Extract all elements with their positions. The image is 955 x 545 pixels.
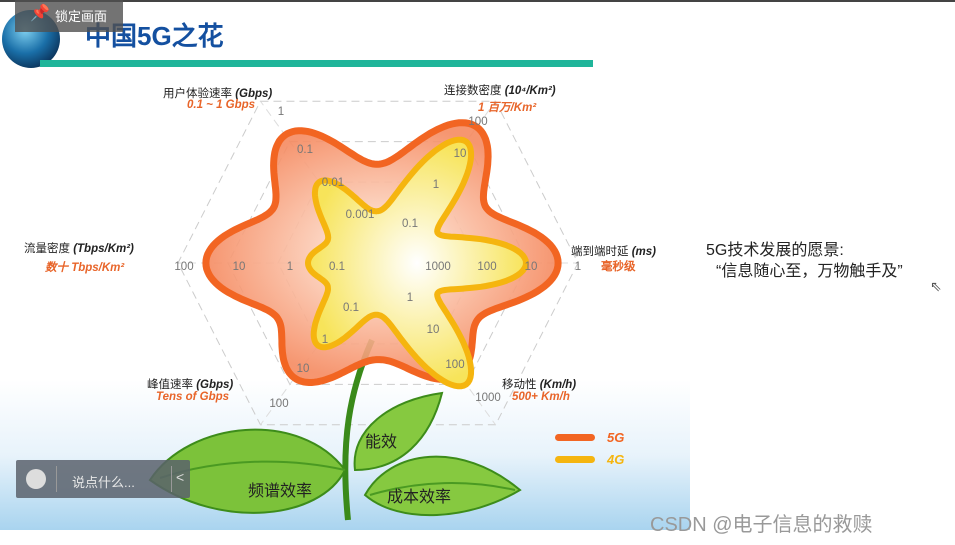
axis-tick-label: 1 bbox=[432, 179, 440, 191]
vision-text: 5G技术发展的愿景: “信息随心至，万物触手及” bbox=[706, 240, 903, 282]
axis-value-traffic-density: 数十 Tbps/Km² bbox=[45, 262, 125, 274]
axis-value-user-rate: 0.1 ~ 1 Gbps bbox=[187, 99, 256, 111]
axis-value-mobility: 500+ Km/h bbox=[512, 391, 570, 403]
leaf-label-spectral: 频谱效率 bbox=[248, 483, 313, 500]
axis-label-connection-density: 连接数密度 (10⁴/Km²) bbox=[444, 85, 556, 97]
axis-tick-label: 1 bbox=[574, 261, 582, 273]
axis-tick-label: 10 bbox=[296, 363, 310, 375]
axis-value-latency: 毫秒级 bbox=[601, 261, 636, 273]
axis-tick-label: 1 bbox=[286, 261, 294, 273]
axis-tick-label: 0.1 bbox=[343, 302, 359, 314]
chat-input[interactable]: 说点什么... bbox=[72, 475, 135, 490]
vision-line-1: 5G技术发展的愿景: bbox=[706, 242, 844, 259]
legend-4g-label: 4G bbox=[607, 452, 625, 467]
axis-tick-label: 10 bbox=[524, 261, 538, 273]
axis-tick-label: 1000 bbox=[425, 261, 451, 273]
axis-tick-label: 100 bbox=[174, 261, 194, 273]
chevron-left-icon[interactable]: < bbox=[176, 469, 185, 485]
axis-value-peak-rate: Tens of Gbps bbox=[156, 391, 230, 403]
title-underline bbox=[40, 60, 593, 67]
axis-tick-label: 1000 bbox=[475, 392, 501, 404]
axis-tick-label: 1 bbox=[406, 292, 414, 304]
axis-tick-label: 100 bbox=[269, 398, 289, 410]
vision-line-2: “信息随心至，万物触手及” bbox=[716, 263, 903, 280]
leaf-label-energy: 能效 bbox=[365, 434, 398, 451]
axis-label-latency: 端到端时延 (ms) bbox=[571, 246, 656, 258]
axis-tick-label: 0.01 bbox=[321, 177, 345, 189]
legend-4g-swatch bbox=[555, 456, 595, 463]
leaf-energy bbox=[353, 391, 444, 472]
axis-label-mobility: 移动性 (Km/h) bbox=[502, 379, 577, 391]
lock-screen-label: 锁定画面 bbox=[55, 9, 108, 24]
leaf-label-cost: 成本效率 bbox=[387, 489, 452, 506]
axis-value-connection-density: 1 百万/Km² bbox=[478, 102, 537, 114]
axis-tick-label: 10 bbox=[426, 324, 440, 336]
axis-tick-label: 0.1 bbox=[402, 218, 418, 230]
leaf-cost bbox=[363, 455, 522, 517]
4g-flower-shape bbox=[304, 136, 530, 390]
axis-tick-label: 0.001 bbox=[345, 209, 375, 221]
divider bbox=[171, 466, 172, 492]
axis-tick-label: 10 bbox=[232, 261, 246, 273]
axis-tick-label: 1 bbox=[277, 106, 285, 118]
axis-tick-label: 10 bbox=[453, 148, 467, 160]
legend-5g-label: 5G bbox=[607, 430, 625, 445]
axis-tick-label: 0.1 bbox=[297, 144, 313, 156]
axis-tick-label: 0.1 bbox=[329, 261, 345, 273]
axis-label-user-rate: 用户体验速率 (Gbps) bbox=[163, 88, 273, 100]
legend-5g-swatch bbox=[555, 434, 595, 441]
mouse-cursor-icon: ⇖ bbox=[930, 278, 942, 294]
axis-tick-label: 100 bbox=[468, 116, 488, 128]
axis-tick-label: 100 bbox=[445, 359, 465, 371]
divider bbox=[56, 466, 57, 492]
axis-label-peak-rate: 峰值速率 (Gbps) bbox=[147, 379, 234, 391]
axis-tick-label: 100 bbox=[477, 261, 497, 273]
window-top-border bbox=[0, 0, 955, 2]
lock-screen-button[interactable]: 📌 锁定画面 bbox=[15, 0, 123, 32]
chat-input-bar[interactable]: 说点什么... < bbox=[16, 460, 190, 498]
axis-label-traffic-density: 流量密度 (Tbps/Km²) bbox=[24, 243, 134, 255]
smiley-icon[interactable] bbox=[26, 469, 46, 489]
pin-icon: 📌 bbox=[30, 5, 50, 22]
axis-tick-label: 1 bbox=[321, 334, 329, 346]
watermark: CSDN @电子信息的救赎 bbox=[650, 514, 873, 536]
plant bbox=[148, 338, 522, 521]
